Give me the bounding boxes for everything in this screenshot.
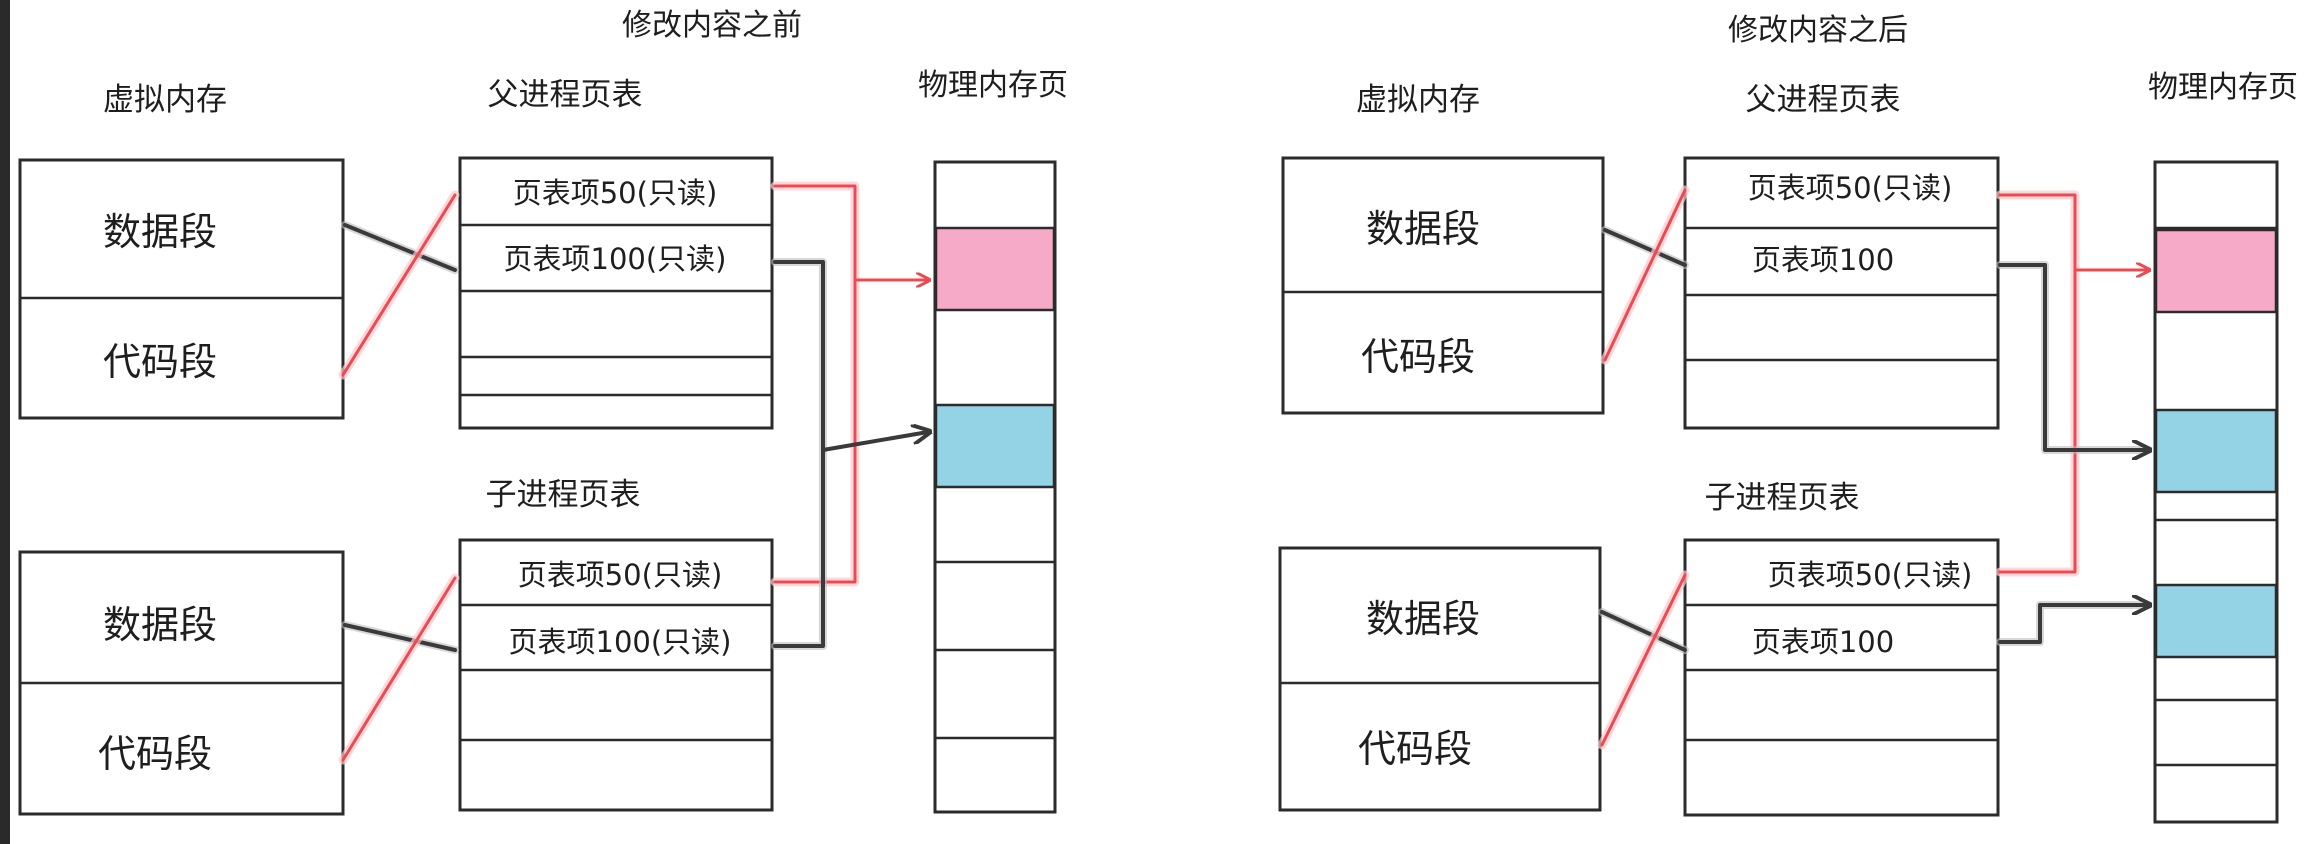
data-segment: 数据段 — [103, 210, 217, 254]
parent-virtual-memory: 数据段 代码段 — [18, 158, 345, 420]
mapping-line — [1603, 188, 1687, 362]
page-table-entry: 页表项50(只读) — [1768, 558, 1973, 592]
page-table-entry: 页表项100 — [1752, 243, 1894, 277]
code-segment: 代码段 — [103, 340, 217, 384]
page-table-entry: 页表项100(只读) — [509, 625, 732, 659]
parent-page-link — [1998, 263, 2148, 450]
child-copied-page-link — [1998, 605, 2148, 644]
shared-link — [773, 260, 825, 648]
shared-physical-page — [2154, 228, 2278, 314]
page-table-entry: 页表项50(只读) — [518, 558, 723, 592]
mapping-line — [343, 223, 457, 272]
physical-memory — [2153, 160, 2279, 824]
mapping-line — [343, 623, 457, 652]
virtual-memory-label: 虚拟内存 — [1356, 82, 1480, 118]
physical-memory-label: 物理内存页 — [918, 68, 1068, 103]
code-segment: 代码段 — [1361, 335, 1475, 379]
diagram-title: 修改内容之前 — [622, 8, 802, 43]
page-table-entry: 页表项50(只读) — [1748, 171, 1953, 205]
code-segment: 代码段 — [98, 732, 212, 776]
page-table-entry: 页表项50(只读) — [513, 176, 718, 210]
shared-physical-page — [934, 226, 1056, 312]
physical-page — [934, 403, 1056, 489]
readonly-shared-link — [773, 184, 857, 584]
child-virtual-memory: 数据段 代码段 — [18, 550, 345, 816]
diagram-after: 修改内容之后 虚拟内存 父进程页表 子进程页表 物理内存页 数据段 代码段 数据… — [1278, 13, 2298, 824]
physical-memory-label: 物理内存页 — [2148, 70, 2298, 105]
parent-page-table-label: 父进程页表 — [488, 77, 643, 113]
mapping-line — [1600, 573, 1687, 747]
page-table-entry: 页表项100(只读) — [504, 242, 727, 276]
mapping-line — [341, 576, 457, 762]
code-segment: 代码段 — [1358, 727, 1472, 771]
parent-virtual-memory: 数据段 代码段 — [1281, 156, 1605, 415]
physical-page — [2154, 408, 2278, 494]
diagram-title: 修改内容之后 — [1728, 13, 1908, 48]
child-page-table-label: 子进程页表 — [1705, 480, 1860, 516]
page-table-entry: 页表项100 — [1752, 625, 1894, 659]
parent-page-table-label: 父进程页表 — [1746, 82, 1901, 118]
physical-memory — [933, 160, 1057, 814]
virtual-memory-label: 虚拟内存 — [103, 82, 227, 118]
child-page-table-label: 子进程页表 — [486, 477, 641, 513]
child-virtual-memory: 数据段 代码段 — [1278, 546, 1602, 812]
mapping-line — [1603, 228, 1687, 267]
mapping-line — [341, 193, 457, 377]
mapping-line — [1600, 610, 1687, 652]
copied-physical-page — [2154, 583, 2278, 659]
data-segment: 数据段 — [1366, 207, 1480, 251]
parent-page-table: 页表项50(只读) 页表项100 — [1683, 156, 2000, 430]
arrow-to-page — [821, 432, 928, 452]
data-segment: 数据段 — [103, 603, 217, 647]
readonly-shared-link — [1998, 193, 2077, 574]
data-segment: 数据段 — [1366, 597, 1480, 641]
parent-page-table: 页表项50(只读) 页表项100(只读) — [458, 156, 774, 430]
diagram-before: 修改内容之前 虚拟内存 父进程页表 子进程页表 物理内存页 数据段 代码段 数据… — [18, 8, 1068, 816]
child-page-table: 页表项50(只读) 页表项100 — [1683, 538, 2000, 817]
window-edge — [0, 0, 10, 844]
child-page-table: 页表项50(只读) 页表项100(只读) — [458, 538, 774, 812]
